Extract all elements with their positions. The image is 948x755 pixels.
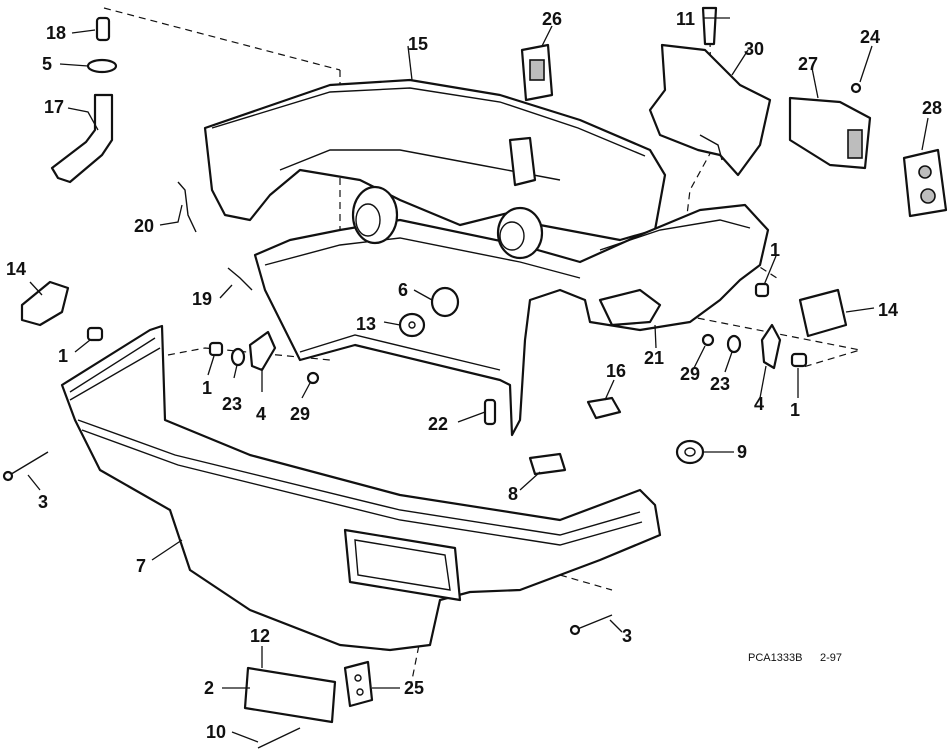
leader-lines — [27, 17, 929, 743]
part-27-intake — [788, 96, 872, 170]
part-29-left-screw — [306, 371, 320, 385]
callout-23-left: 23 — [222, 394, 242, 414]
callout-2: 2 — [204, 678, 214, 698]
callout-27: 27 — [798, 54, 818, 74]
callout-22: 22 — [428, 414, 448, 434]
part-23-left-ring — [230, 347, 246, 367]
part-1-upper-right-bushing — [754, 282, 770, 298]
part-14-right-latch — [798, 288, 848, 338]
callout-17: 17 — [44, 97, 64, 117]
upper-cover-part-15 — [203, 78, 667, 242]
callout-26: 26 — [542, 9, 562, 29]
part-1-left-bushing — [86, 326, 104, 342]
part-23-right-ring — [726, 334, 742, 354]
callout-8: 8 — [508, 484, 518, 504]
part-13-washer — [398, 312, 426, 338]
callout-12: 12 — [250, 626, 270, 646]
callout-5: 5 — [42, 54, 52, 74]
part-4-left-lever — [248, 330, 277, 372]
drawing-code: PCA1333B — [748, 652, 802, 664]
part-5-clamp — [86, 58, 118, 74]
callout-18: 18 — [46, 23, 66, 43]
callout-21: 21 — [644, 348, 664, 368]
callout-19: 19 — [192, 289, 212, 309]
part-19-wire — [227, 267, 253, 291]
callout-25: 25 — [404, 678, 424, 698]
part-16-pad — [586, 396, 622, 420]
part-12-cover-plate — [243, 666, 337, 724]
part-20-wire — [177, 181, 197, 233]
callout-28: 28 — [922, 98, 942, 118]
part-8-pad — [528, 452, 567, 476]
part-6-grommet — [430, 286, 460, 318]
callout-23-right: 23 — [710, 374, 730, 394]
callout-14-left: 14 — [6, 259, 26, 279]
callout-11: 11 — [676, 9, 695, 29]
callout-10: 10 — [206, 722, 226, 742]
part-9-grommet — [675, 439, 705, 465]
part-17-hose — [50, 93, 114, 184]
callout-29-right: 29 — [680, 364, 700, 384]
callout-13: 13 — [356, 314, 376, 334]
callout-9: 9 — [737, 442, 747, 462]
part-11-bolt — [701, 6, 718, 46]
part-25-bracket — [343, 660, 374, 708]
callout-30: 30 — [744, 39, 764, 59]
part-3-left-screw — [2, 451, 49, 482]
part-4-right-lever — [760, 323, 782, 370]
callout-14-right: 14 — [878, 300, 898, 320]
callout-1-right-lower: 1 — [790, 400, 800, 420]
callout-1-left-outer: 1 — [58, 346, 68, 366]
part-1-left-washer — [208, 341, 224, 357]
part-14-left-latch — [20, 280, 70, 327]
callout-24: 24 — [860, 27, 880, 47]
callout-4-left: 4 — [256, 404, 266, 424]
part-30-duct — [648, 43, 772, 177]
callout-labels: 18 5 17 20 19 14 1 1 23 4 29 3 7 12 2 10… — [6, 9, 942, 742]
callout-20: 20 — [134, 216, 154, 236]
part-24-screw — [850, 82, 862, 94]
callout-6: 6 — [398, 280, 408, 300]
callout-1-right-upper: 1 — [770, 240, 780, 260]
callout-15: 15 — [408, 34, 428, 54]
lower-cover-part-7 — [60, 324, 662, 652]
part-26-bracket — [520, 43, 554, 102]
callout-4-right: 4 — [754, 394, 764, 414]
callout-7: 7 — [136, 556, 146, 576]
drawing-date: 2-97 — [820, 652, 842, 664]
part-29-right-screw — [701, 333, 715, 347]
part-18-sleeve — [95, 16, 111, 42]
callout-29-left: 29 — [290, 404, 310, 424]
callout-3-left: 3 — [38, 492, 48, 512]
callout-16: 16 — [606, 361, 626, 381]
callout-1-left-inner: 1 — [202, 378, 212, 398]
part-3-right-screw — [569, 614, 613, 636]
part-10-screw — [257, 727, 301, 749]
part-28-grille — [902, 148, 948, 218]
lower-cover-frame — [253, 136, 770, 437]
callout-3-right: 3 — [622, 626, 632, 646]
part-22-clip — [483, 398, 497, 426]
part-1-right-bushing — [790, 352, 808, 368]
